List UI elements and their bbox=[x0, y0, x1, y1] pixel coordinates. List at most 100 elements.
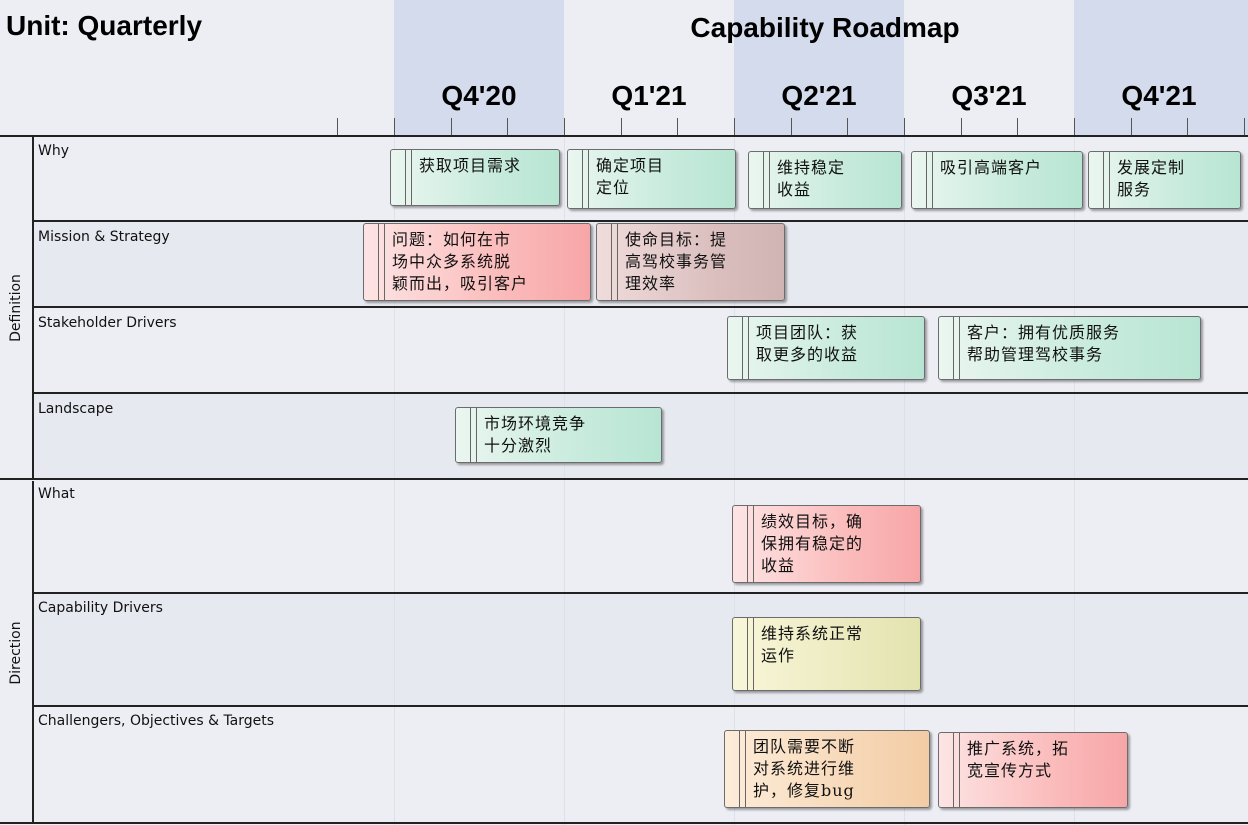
card-line: 宽宣传方式 bbox=[967, 761, 1053, 780]
card-line: 高驾校事务管 bbox=[625, 252, 728, 271]
lane-divider bbox=[33, 220, 1248, 222]
card-stripe bbox=[611, 224, 618, 300]
card-text: 市场环境竞争 十分激烈 bbox=[484, 413, 655, 457]
lane-label-why: Why bbox=[38, 143, 70, 159]
card-stripe bbox=[739, 731, 746, 807]
card-line: 使命目标：提 bbox=[625, 230, 728, 249]
card-performance-goal[interactable]: 绩效目标，确 保拥有稳定的 收益 bbox=[732, 505, 921, 583]
card-line: 理效率 bbox=[625, 274, 677, 293]
card-line: 发展定制 bbox=[1117, 158, 1186, 177]
roadmap-title: Capability Roadmap bbox=[690, 12, 960, 43]
card-text: 项目团队：获 取更多的收益 bbox=[756, 322, 918, 366]
card-text: 发展定制 服务 bbox=[1117, 157, 1234, 201]
card-text: 客户：拥有优质服务 帮助管理驾校事务 bbox=[967, 322, 1194, 366]
card-text: 推广系统，拓 宽宣传方式 bbox=[967, 738, 1121, 782]
timeline-tick bbox=[337, 118, 338, 136]
card-text: 维持稳定 收益 bbox=[777, 157, 895, 201]
timeline-tick bbox=[564, 118, 565, 136]
card-project-positioning[interactable]: 确定项目 定位 bbox=[567, 149, 736, 209]
card-text: 确定项目 定位 bbox=[596, 155, 729, 199]
grid-line bbox=[734, 136, 735, 825]
group-definition: Definition bbox=[0, 137, 34, 479]
card-text: 吸引高端客户 bbox=[940, 157, 1076, 179]
card-promote-system[interactable]: 推广系统，拓 宽宣传方式 bbox=[938, 732, 1128, 808]
card-line: 服务 bbox=[1117, 180, 1152, 199]
card-stripe bbox=[953, 733, 960, 807]
card-line: 收益 bbox=[777, 180, 812, 199]
timeline-tick bbox=[791, 118, 792, 136]
timeline-tick bbox=[677, 118, 678, 136]
card-customer[interactable]: 客户：拥有优质服务 帮助管理驾校事务 bbox=[938, 316, 1201, 380]
unit-title: Unit: Quarterly bbox=[6, 10, 203, 41]
timeline-tick bbox=[1244, 118, 1245, 136]
card-line: 取更多的收益 bbox=[756, 345, 859, 364]
group-divider bbox=[0, 478, 1248, 480]
quarter-band-q4-21 bbox=[1074, 0, 1248, 136]
lane-label-capability-drivers: Capability Drivers bbox=[38, 600, 163, 616]
bottom-border bbox=[0, 822, 1248, 824]
timeline-tick bbox=[451, 118, 452, 136]
lane-what bbox=[33, 479, 1248, 593]
lane-label-mission-strategy: Mission & Strategy bbox=[38, 229, 170, 245]
card-stripe bbox=[747, 506, 754, 582]
card-line: 维持系统正常 bbox=[761, 624, 864, 643]
card-mission-goal[interactable]: 使命目标：提 高驾校事务管 理效率 bbox=[596, 223, 785, 301]
card-line: 项目团队：获 bbox=[756, 323, 859, 342]
card-stripe bbox=[747, 618, 754, 690]
card-system-operation[interactable]: 维持系统正常 运作 bbox=[732, 617, 921, 691]
timeline-tick bbox=[621, 118, 622, 136]
card-stripe bbox=[378, 224, 385, 300]
card-stripe bbox=[926, 152, 933, 208]
card-text: 维持系统正常 运作 bbox=[761, 623, 914, 667]
card-stable-income[interactable]: 维持稳定 收益 bbox=[748, 151, 902, 209]
group-label: Definition bbox=[8, 274, 24, 342]
card-stripe bbox=[1103, 152, 1110, 208]
timeline-tick bbox=[1074, 118, 1075, 136]
card-line: 场中众多系统脱 bbox=[392, 252, 512, 271]
card-line: 确定项目 bbox=[596, 156, 665, 175]
card-market-competition[interactable]: 市场环境竞争 十分激烈 bbox=[455, 407, 662, 463]
timeline-tick bbox=[734, 118, 735, 136]
timeline-tick bbox=[507, 118, 508, 136]
card-problem[interactable]: 问题：如何在市 场中众多系统脱 颖而出，吸引客户 bbox=[363, 223, 591, 301]
card-line: 客户：拥有优质服务 bbox=[967, 323, 1121, 342]
card-get-requirements[interactable]: 获取项目需求 bbox=[390, 149, 560, 206]
card-stripe bbox=[582, 150, 589, 208]
quarter-label: Q2'21 bbox=[781, 80, 857, 111]
card-attract-clients[interactable]: 吸引高端客户 bbox=[911, 151, 1083, 209]
header-divider bbox=[0, 135, 1248, 137]
lane-capability-drivers bbox=[33, 593, 1248, 706]
card-line: 市场环境竞争 bbox=[484, 414, 587, 433]
lane-divider bbox=[33, 592, 1248, 594]
card-line: 获取项目需求 bbox=[419, 156, 522, 175]
card-line: 推广系统，拓 bbox=[967, 739, 1070, 758]
timeline-tick bbox=[904, 118, 905, 136]
grid-line bbox=[394, 136, 395, 825]
card-line: 护，修复bug bbox=[753, 781, 855, 800]
quarter-band-q2-21 bbox=[734, 0, 904, 136]
timeline-tick bbox=[1187, 118, 1188, 136]
group-direction: Direction bbox=[0, 481, 34, 824]
lane-divider bbox=[33, 705, 1248, 707]
card-line: 保拥有稳定的 bbox=[761, 534, 864, 553]
card-stripe bbox=[405, 150, 412, 205]
lane-divider bbox=[33, 306, 1248, 308]
lane-label-what: What bbox=[38, 486, 75, 502]
card-text: 团队需要不断 对系统进行维 护，修复bug bbox=[753, 736, 923, 802]
card-line: 维持稳定 bbox=[777, 158, 846, 177]
card-line: 运作 bbox=[761, 646, 796, 665]
quarter-label: Q3'21 bbox=[951, 80, 1027, 111]
card-project-team[interactable]: 项目团队：获 取更多的收益 bbox=[727, 316, 925, 380]
timeline-tick bbox=[961, 118, 962, 136]
quarter-label: Q1'21 bbox=[611, 80, 687, 111]
timeline-tick bbox=[394, 118, 395, 136]
card-line: 绩效目标，确 bbox=[761, 512, 864, 531]
card-line: 吸引高端客户 bbox=[940, 158, 1043, 177]
card-stripe bbox=[742, 317, 749, 379]
card-line: 对系统进行维 bbox=[753, 759, 856, 778]
card-text: 获取项目需求 bbox=[419, 155, 553, 177]
card-stripe bbox=[470, 408, 477, 462]
card-line: 团队需要不断 bbox=[753, 737, 856, 756]
card-custom-service[interactable]: 发展定制 服务 bbox=[1088, 151, 1241, 209]
card-team-maintenance[interactable]: 团队需要不断 对系统进行维 护，修复bug bbox=[724, 730, 930, 808]
